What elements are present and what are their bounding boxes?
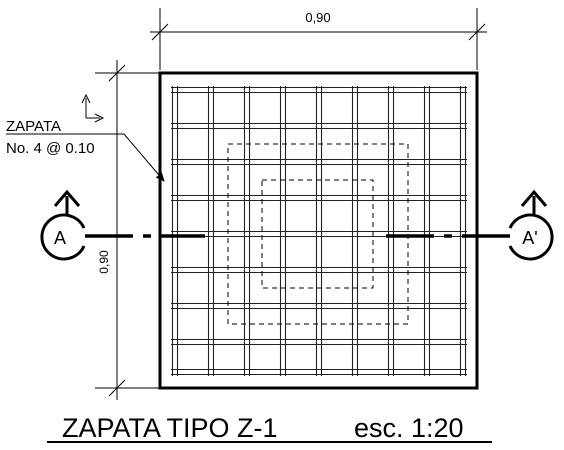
dim-tick-left (151, 23, 169, 41)
direction-symbol (81, 93, 105, 123)
column-outline (261, 179, 374, 289)
dim-tick-top (108, 64, 126, 82)
rebar-spec-label: No. 4 @ 0.10 (6, 140, 95, 157)
rebar-callout: ZAPATA No. 4 @ 0.10 (6, 93, 165, 182)
section-label-right: A' (522, 228, 537, 248)
drawing-title: ZAPATA TIPO Z-1 (62, 413, 278, 443)
footing-outline (158, 71, 479, 390)
section-marker-right: A' (508, 189, 554, 261)
drawing-scale: esc. 1:20 (354, 413, 464, 443)
leader-line (110, 133, 165, 182)
rebar-grid (171, 86, 467, 376)
dim-tick-right (468, 23, 486, 41)
dim-horizontal-label: 0,90 (305, 10, 330, 25)
section-marker-left: A (40, 189, 86, 261)
section-label-left: A (54, 228, 66, 248)
title-block: ZAPATA TIPO Z-1 esc. 1:20 (47, 413, 492, 443)
dim-vertical-label: 0,90 (97, 250, 111, 274)
pedestal-outline (227, 143, 409, 325)
dimension-vertical: 0,90 (95, 60, 160, 400)
footing-label: ZAPATA (6, 118, 61, 135)
dimension-horizontal: 0,90 (150, 8, 487, 70)
dim-tick-bottom (108, 379, 126, 397)
